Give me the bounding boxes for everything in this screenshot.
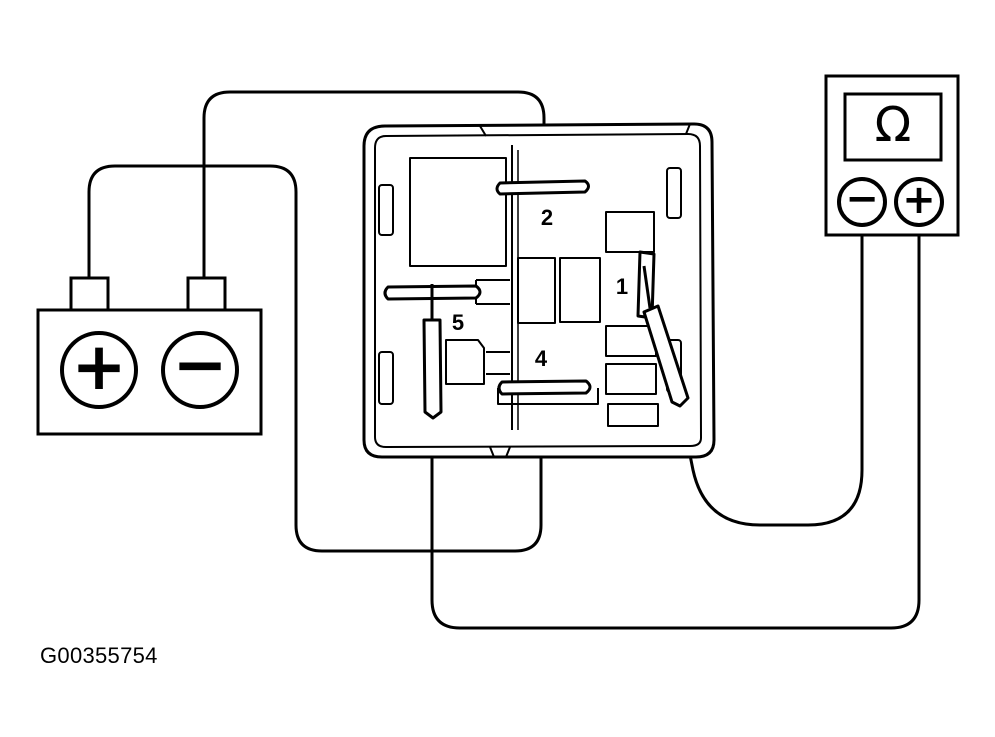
relay-cavity-lower-left — [445, 339, 485, 385]
meter-probes — [422, 265, 690, 420]
ohmmeter-positive-jack — [894, 177, 944, 227]
relay-top-seam-2 — [685, 123, 691, 135]
relay-cavity-right-4 — [607, 403, 659, 427]
terminal-4-blade — [497, 379, 592, 396]
relay-cavity-mid-left — [517, 257, 556, 324]
relay-cavity-upper-left — [409, 157, 507, 267]
wire-meter-pos-to-terminal-5 — [430, 230, 921, 630]
relay-left-clip-top — [378, 184, 394, 236]
relay-cavity-right-2 — [605, 325, 657, 357]
relay-cavity-lower-link — [486, 351, 510, 375]
relay-body — [362, 122, 716, 459]
wire-battery-neg-to-terminal-2 — [202, 90, 546, 280]
battery-positive-symbol: + — [71, 328, 126, 405]
battery-post-negative — [186, 276, 227, 312]
terminal-label-5: 5 — [452, 310, 464, 335]
terminal-label-2: 2 — [541, 205, 553, 230]
ohmmeter-negative-jack — [837, 177, 887, 227]
terminal-label-4: 4 — [535, 346, 548, 371]
battery-negative-symbol: − — [172, 326, 227, 403]
relay-left-clip-bottom — [378, 351, 394, 405]
probe-terminal-5 — [422, 318, 443, 420]
wire-battery-pos-to-terminal-4 — [87, 164, 543, 553]
ohm-symbol: Ω — [875, 97, 912, 153]
relay-cavity-right-3 — [605, 363, 657, 395]
ohmmeter-negative-symbol: − — [845, 176, 879, 222]
relay-bottom-seam — [489, 446, 495, 458]
terminal-2-blade — [495, 179, 590, 196]
wire-meter-neg-to-terminal-1 — [679, 230, 864, 527]
terminal-label-1: 1 — [616, 274, 628, 299]
relay-top-seam — [479, 125, 487, 137]
battery: + − — [36, 276, 263, 436]
probe-terminal-1 — [642, 304, 690, 408]
battery-positive-circle — [60, 331, 138, 409]
figure-id-caption: G00355754 — [40, 643, 158, 668]
ohmmeter-display — [843, 92, 943, 162]
relay-cavity-right-1 — [605, 211, 655, 253]
ohmmeter-positive-symbol: + — [902, 177, 936, 223]
relay-right-clip-top — [666, 167, 682, 219]
relay-cavity-lower-mid — [497, 388, 599, 405]
relay-cavity-mid-right — [559, 257, 601, 323]
battery-negative-circle — [161, 331, 239, 409]
ohmmeter: Ω − + — [824, 74, 960, 237]
battery-post-positive — [69, 276, 110, 312]
probe-terminal-1-tip — [642, 265, 652, 309]
relay-bottom-seam-2 — [505, 446, 511, 458]
